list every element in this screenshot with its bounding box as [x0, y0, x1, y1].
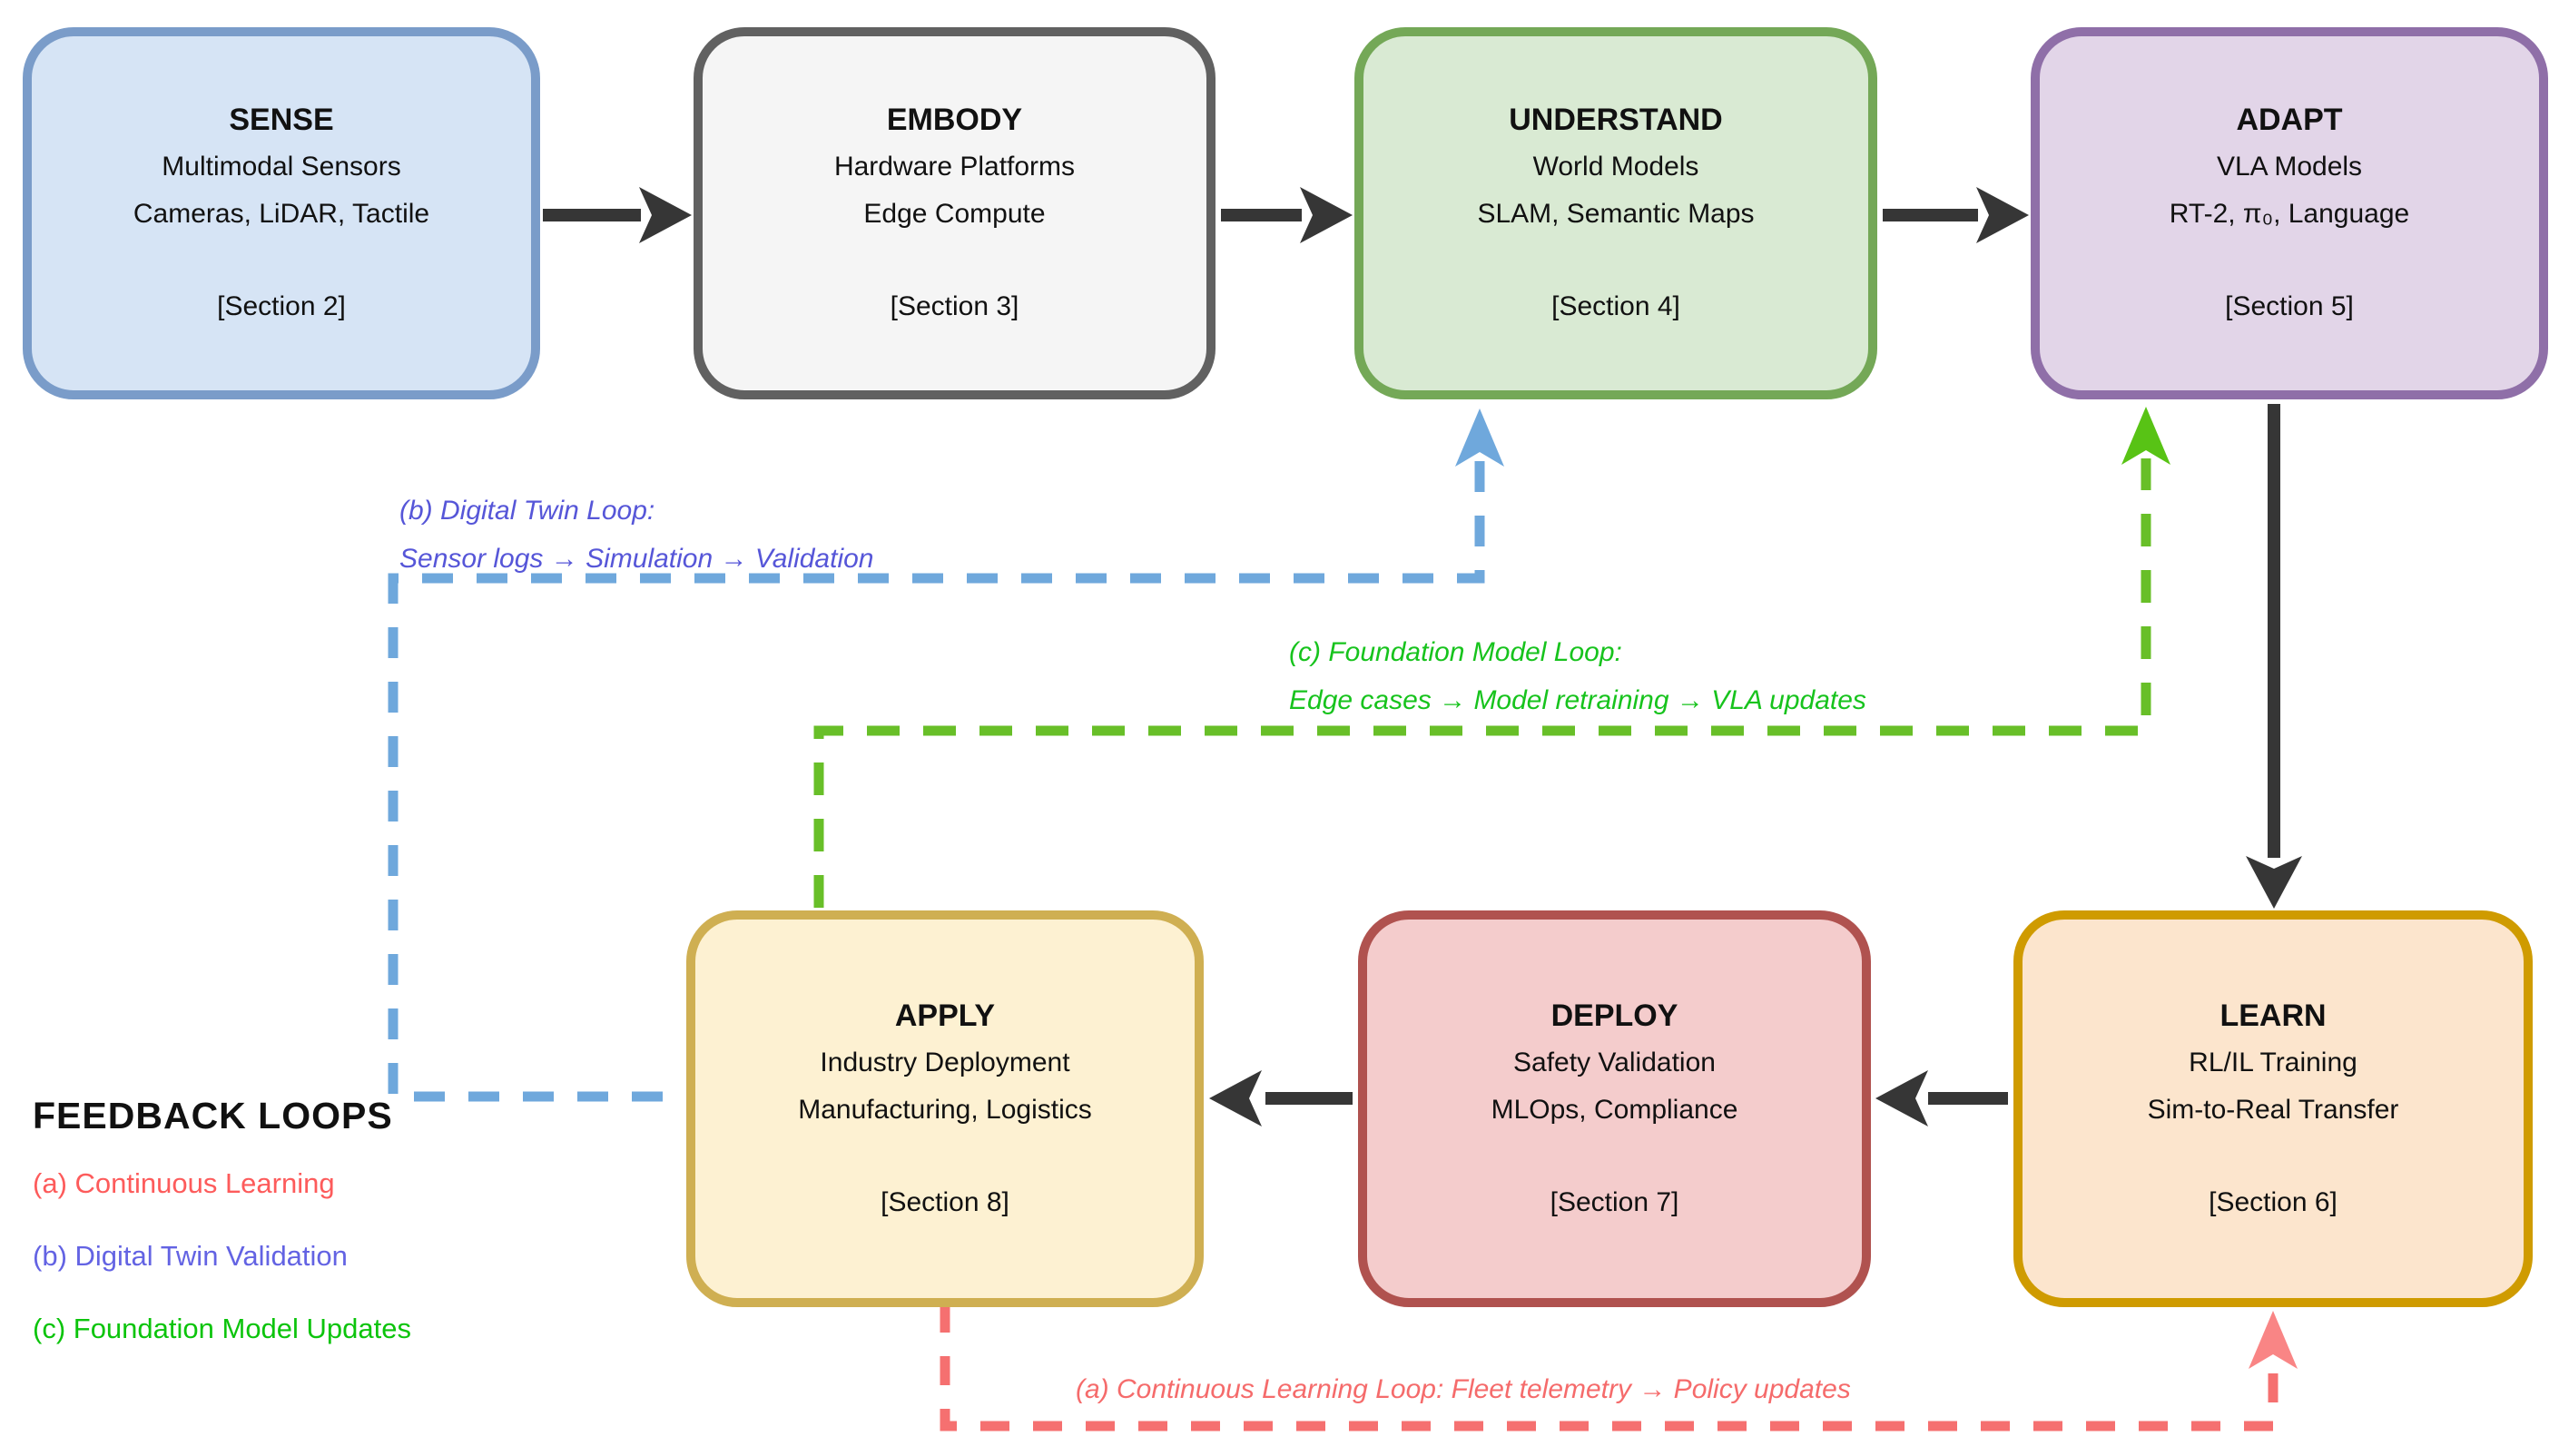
- arrowhead-right-icon: [1300, 187, 1353, 243]
- node-title: SENSE: [229, 103, 334, 137]
- legend-item-foundation-model-updates: (c) Foundation Model Updates: [33, 1313, 412, 1344]
- node-section-ref: [Section 8]: [881, 1186, 1009, 1217]
- node-subtitle: Manufacturing, Logistics: [798, 1094, 1092, 1125]
- node-section-ref: [Section 7]: [1550, 1186, 1679, 1217]
- loop-c-label-line1: (c) Foundation Model Loop:: [1289, 637, 1622, 667]
- node-understand: UNDERSTAND World Models SLAM, Semantic M…: [1354, 27, 1877, 399]
- arrowhead-up-icon: [2121, 407, 2170, 465]
- node-deploy: DEPLOY Safety Validation MLOps, Complian…: [1358, 910, 1871, 1307]
- legend-item-digital-twin-validation: (b) Digital Twin Validation: [33, 1240, 348, 1272]
- node-subtitle: VLA Models: [2216, 152, 2363, 182]
- loop-c-foundation-model-path: [813, 407, 2170, 908]
- node-title: LEARN: [2219, 998, 2327, 1033]
- node-subtitle: Multimodal Sensors: [162, 152, 401, 182]
- node-subtitle: Cameras, LiDAR, Tactile: [133, 199, 430, 229]
- node-subtitle: Industry Deployment: [820, 1047, 1070, 1077]
- arrowhead-right-icon: [639, 187, 692, 243]
- node-subtitle: World Models: [1532, 152, 1699, 182]
- node-section-ref: [Section 4]: [1551, 291, 1680, 321]
- node-title: ADAPT: [2236, 103, 2343, 137]
- arrowhead-left-icon: [1875, 1070, 1928, 1126]
- arrow-understand-to-adapt: [1883, 187, 2029, 243]
- node-section-ref: [Section 3]: [890, 291, 1019, 321]
- node-section-ref: [Section 5]: [2225, 291, 2354, 321]
- node-title: DEPLOY: [1550, 998, 1678, 1033]
- loop-b-label: (b) Digital Twin Loop: Sensor logs → Sim…: [399, 487, 873, 583]
- loop-a-continuous-learning-path: [940, 1304, 2298, 1431]
- node-embody: EMBODY Hardware Platforms Edge Compute […: [694, 27, 1216, 399]
- dashed-line: [940, 1304, 2278, 1431]
- node-sense: SENSE Multimodal Sensors Cameras, LiDAR,…: [23, 27, 540, 399]
- arrowhead-right-icon: [1976, 187, 2029, 243]
- arrowhead-up-icon: [1455, 408, 1504, 467]
- loop-c-label-line2: Edge cases → Model retraining → VLA upda…: [1289, 685, 1866, 715]
- arrow-adapt-to-learn: [2246, 404, 2302, 909]
- arrowhead-up-icon: [2249, 1311, 2298, 1369]
- loop-b-label-line2: Sensor logs → Simulation → Validation: [399, 544, 874, 574]
- arrow-embody-to-understand: [1221, 187, 1353, 243]
- arrow-sense-to-embody: [543, 187, 692, 243]
- dashed-line: [388, 461, 1485, 1102]
- node-title: UNDERSTAND: [1509, 103, 1723, 137]
- legend-title: FEEDBACK LOOPS: [33, 1095, 393, 1136]
- legend-item-continuous-learning: (a) Continuous Learning: [33, 1167, 335, 1199]
- node-section-ref: [Section 2]: [217, 291, 346, 321]
- loop-c-label: (c) Foundation Model Loop: Edge cases → …: [1289, 628, 1866, 724]
- arrow-learn-to-deploy: [1875, 1070, 2008, 1126]
- node-subtitle: SLAM, Semantic Maps: [1477, 199, 1755, 229]
- loop-a-label: (a) Continuous Learning Loop: Fleet tele…: [1076, 1374, 1851, 1404]
- node-learn: LEARN RL/IL Training Sim-to-Real Transfe…: [2013, 910, 2533, 1307]
- arrowhead-down-icon: [2246, 856, 2302, 909]
- node-subtitle: RL/IL Training: [2189, 1047, 2357, 1077]
- node-title: APPLY: [894, 998, 996, 1033]
- node-subtitle: Sim-to-Real Transfer: [2147, 1094, 2399, 1125]
- arrow-deploy-to-apply: [1209, 1070, 1353, 1126]
- node-subtitle: RT-2, π₀, Language: [2169, 199, 2410, 229]
- node-title: EMBODY: [886, 103, 1023, 137]
- node-apply: APPLY Industry Deployment Manufacturing,…: [686, 910, 1204, 1307]
- node-subtitle: Safety Validation: [1513, 1047, 1716, 1077]
- node-adapt: ADAPT VLA Models RT-2, π₀, Language [Sec…: [2031, 27, 2548, 399]
- node-subtitle: Edge Compute: [863, 199, 1046, 229]
- loop-b-digital-twin-path: [388, 408, 1504, 1102]
- dashed-line: [813, 458, 2151, 908]
- node-subtitle: Hardware Platforms: [833, 152, 1076, 182]
- loop-b-label-line1: (b) Digital Twin Loop:: [399, 496, 655, 526]
- node-section-ref: [Section 6]: [2209, 1186, 2338, 1217]
- arrowhead-left-icon: [1209, 1070, 1262, 1126]
- node-subtitle: MLOps, Compliance: [1491, 1094, 1738, 1125]
